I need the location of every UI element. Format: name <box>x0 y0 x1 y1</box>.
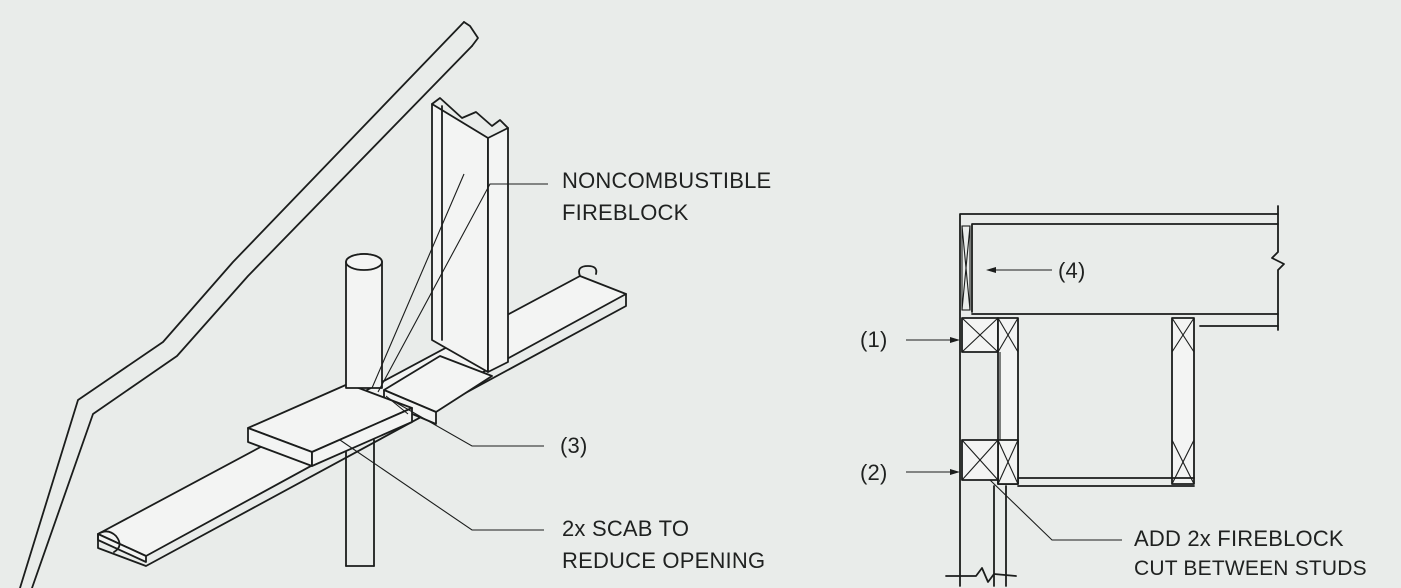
fireblock-label: FIREBLOCK <box>562 200 689 225</box>
ref-1-label: (1) <box>860 327 888 352</box>
section-drawing <box>906 205 1285 587</box>
wall-outline <box>19 21 479 588</box>
scab-block <box>247 383 413 467</box>
scab-label-line2: REDUCE OPENING <box>562 548 766 573</box>
ref-2-label: (2) <box>860 460 888 485</box>
scab-label-line1: 2x SCAB TO <box>562 516 690 541</box>
ref-3-label: (3) <box>560 433 588 458</box>
left-leaders <box>339 173 548 531</box>
noncombustible-label: NONCOMBUSTIBLE <box>562 168 772 193</box>
add-fireblock-label-line2: CUT BETWEEN STUDS <box>1134 557 1367 580</box>
vertical-pipe <box>345 253 383 567</box>
ref-4-label: (4) <box>1058 258 1086 283</box>
add-fireblock-label-line1: ADD 2x FIREBLOCK <box>1134 526 1344 551</box>
vertical-stud <box>431 97 509 373</box>
